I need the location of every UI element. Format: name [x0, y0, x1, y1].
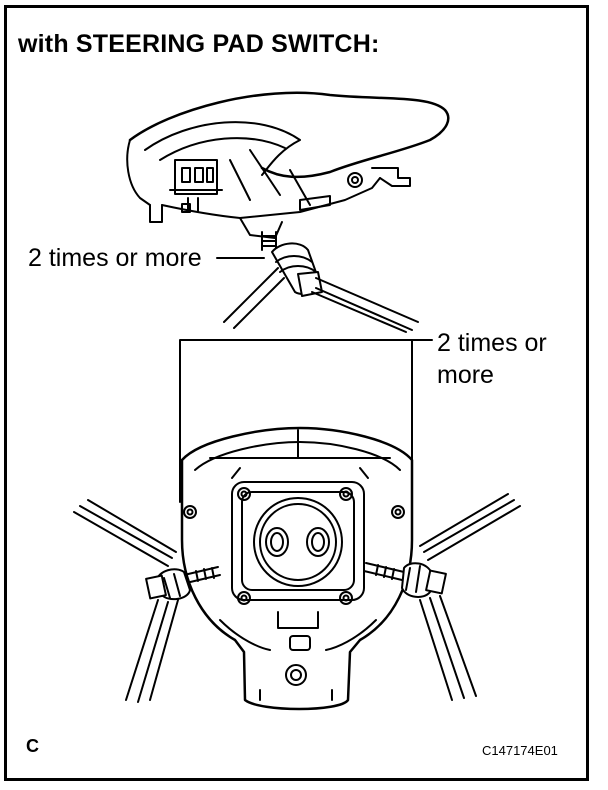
left-socket-wrench	[73, 499, 221, 703]
steering-pad-side-view	[126, 91, 450, 333]
lower-callout-bracket	[179, 339, 413, 503]
steering-pad-rear-view	[180, 426, 414, 711]
right-socket-wrench	[363, 493, 521, 701]
corner-letter: C	[26, 736, 39, 756]
right-callout-line1: 2 times or	[437, 329, 547, 357]
diagram-frame	[4, 5, 589, 781]
diagram-title: with STEERING PAD SWITCH:	[18, 30, 380, 58]
figure-code: C147174E01	[482, 743, 558, 758]
right-callout-line2: more	[437, 361, 494, 389]
right-callout-label: 2 times or more	[437, 327, 567, 391]
top-callout-label: 2 times or more	[28, 244, 202, 272]
